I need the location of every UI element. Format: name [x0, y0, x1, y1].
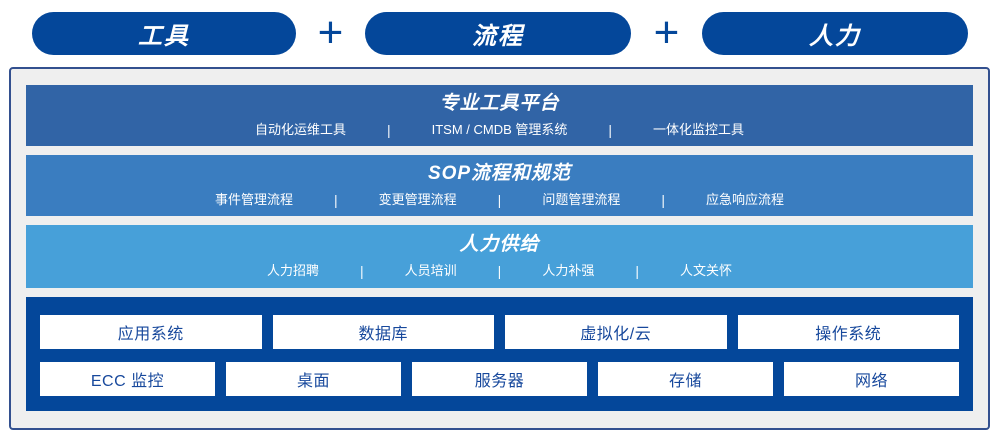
band-item: 问题管理流程: [542, 192, 621, 207]
item-divider: |: [386, 122, 391, 138]
band-item: 人力招聘: [267, 263, 320, 278]
category-pill-bar: 工具 + 流程 + 人力: [0, 11, 1000, 56]
band-manpower-supply: 人力供给 人力招聘 | 人员培训 | 人力补强 | 人文关怀: [26, 225, 973, 288]
band-item: 人文关怀: [679, 263, 732, 278]
band-item-list: 自动化运维工具 | ITSM / CMDB 管理系统 | 一体化监控工具: [255, 121, 744, 139]
infrastructure-row-1: 应用系统数据库虚拟化/云操作系统: [40, 315, 959, 349]
plus-icon: +: [631, 11, 702, 56]
band-item: 变更管理流程: [378, 192, 457, 207]
band-title: 人力供给: [459, 234, 540, 255]
infrastructure-panel: 应用系统数据库虚拟化/云操作系统 ECC 监控桌面服务器存储网络: [26, 297, 973, 411]
plus-sign: +: [653, 8, 680, 57]
infrastructure-box: 虚拟化/云: [505, 315, 727, 349]
infrastructure-box: 服务器: [412, 362, 587, 396]
pill-process: 流程: [365, 12, 631, 55]
item-divider: |: [497, 192, 502, 208]
capability-panel: 专业工具平台 自动化运维工具|ITSM / CMDB 管理系统|一体化监控工具 …: [9, 67, 990, 430]
band-item: 人员培训: [404, 263, 457, 278]
item-divider: |: [661, 192, 665, 208]
band-sop-process: SOP流程和规范 事件管理流程 | 变更管理流程 | 问题管理流程 | 应急响应流程: [26, 155, 973, 216]
band-item: ITSM / CMDB 管理系统: [431, 122, 568, 137]
band-item: 事件管理流程: [215, 192, 294, 207]
infrastructure-box: 应用系统: [40, 315, 262, 349]
infrastructure-box: 网络: [784, 362, 959, 396]
infrastructure-box: ECC 监控: [40, 362, 215, 396]
band-item: 应急响应流程: [705, 192, 784, 207]
plus-icon: +: [296, 11, 365, 56]
item-divider: |: [608, 122, 613, 138]
infrastructure-row-2: ECC 监控桌面服务器存储网络: [40, 362, 959, 396]
infrastructure-box: 操作系统: [737, 315, 959, 349]
item-divider: |: [635, 263, 639, 279]
pill-process-label: 流程: [472, 23, 524, 50]
band-item: 人力补强: [542, 263, 595, 278]
band-tool-platform: 专业工具平台 自动化运维工具 | ITSM / CMDB 管理系统 | 一体化监控工具: [26, 85, 973, 146]
infrastructure-box: 数据库: [272, 315, 494, 349]
band-item: 自动化运维工具: [254, 122, 346, 137]
band-title: 专业工具平台: [439, 93, 560, 114]
infrastructure-box: 桌面: [226, 362, 401, 396]
pill-manpower: 人力: [702, 12, 968, 55]
pill-manpower-label: 人力: [809, 23, 861, 50]
band-title: SOP流程和规范: [427, 163, 572, 184]
band-item-list: 人力招聘 | 人员培训 | 人力补强 | 人文关怀: [267, 262, 732, 280]
pill-tools: 工具: [32, 12, 296, 55]
band-item: 一体化监控工具: [653, 122, 745, 137]
item-divider: |: [360, 263, 364, 279]
band-item-list: 事件管理流程 | 变更管理流程 | 问题管理流程 | 应急响应流程: [215, 191, 784, 209]
infrastructure-box: 存储: [598, 362, 773, 396]
pill-tools-label: 工具: [138, 23, 190, 50]
plus-sign: +: [317, 8, 344, 57]
item-divider: |: [334, 192, 338, 208]
item-divider: |: [497, 263, 502, 279]
